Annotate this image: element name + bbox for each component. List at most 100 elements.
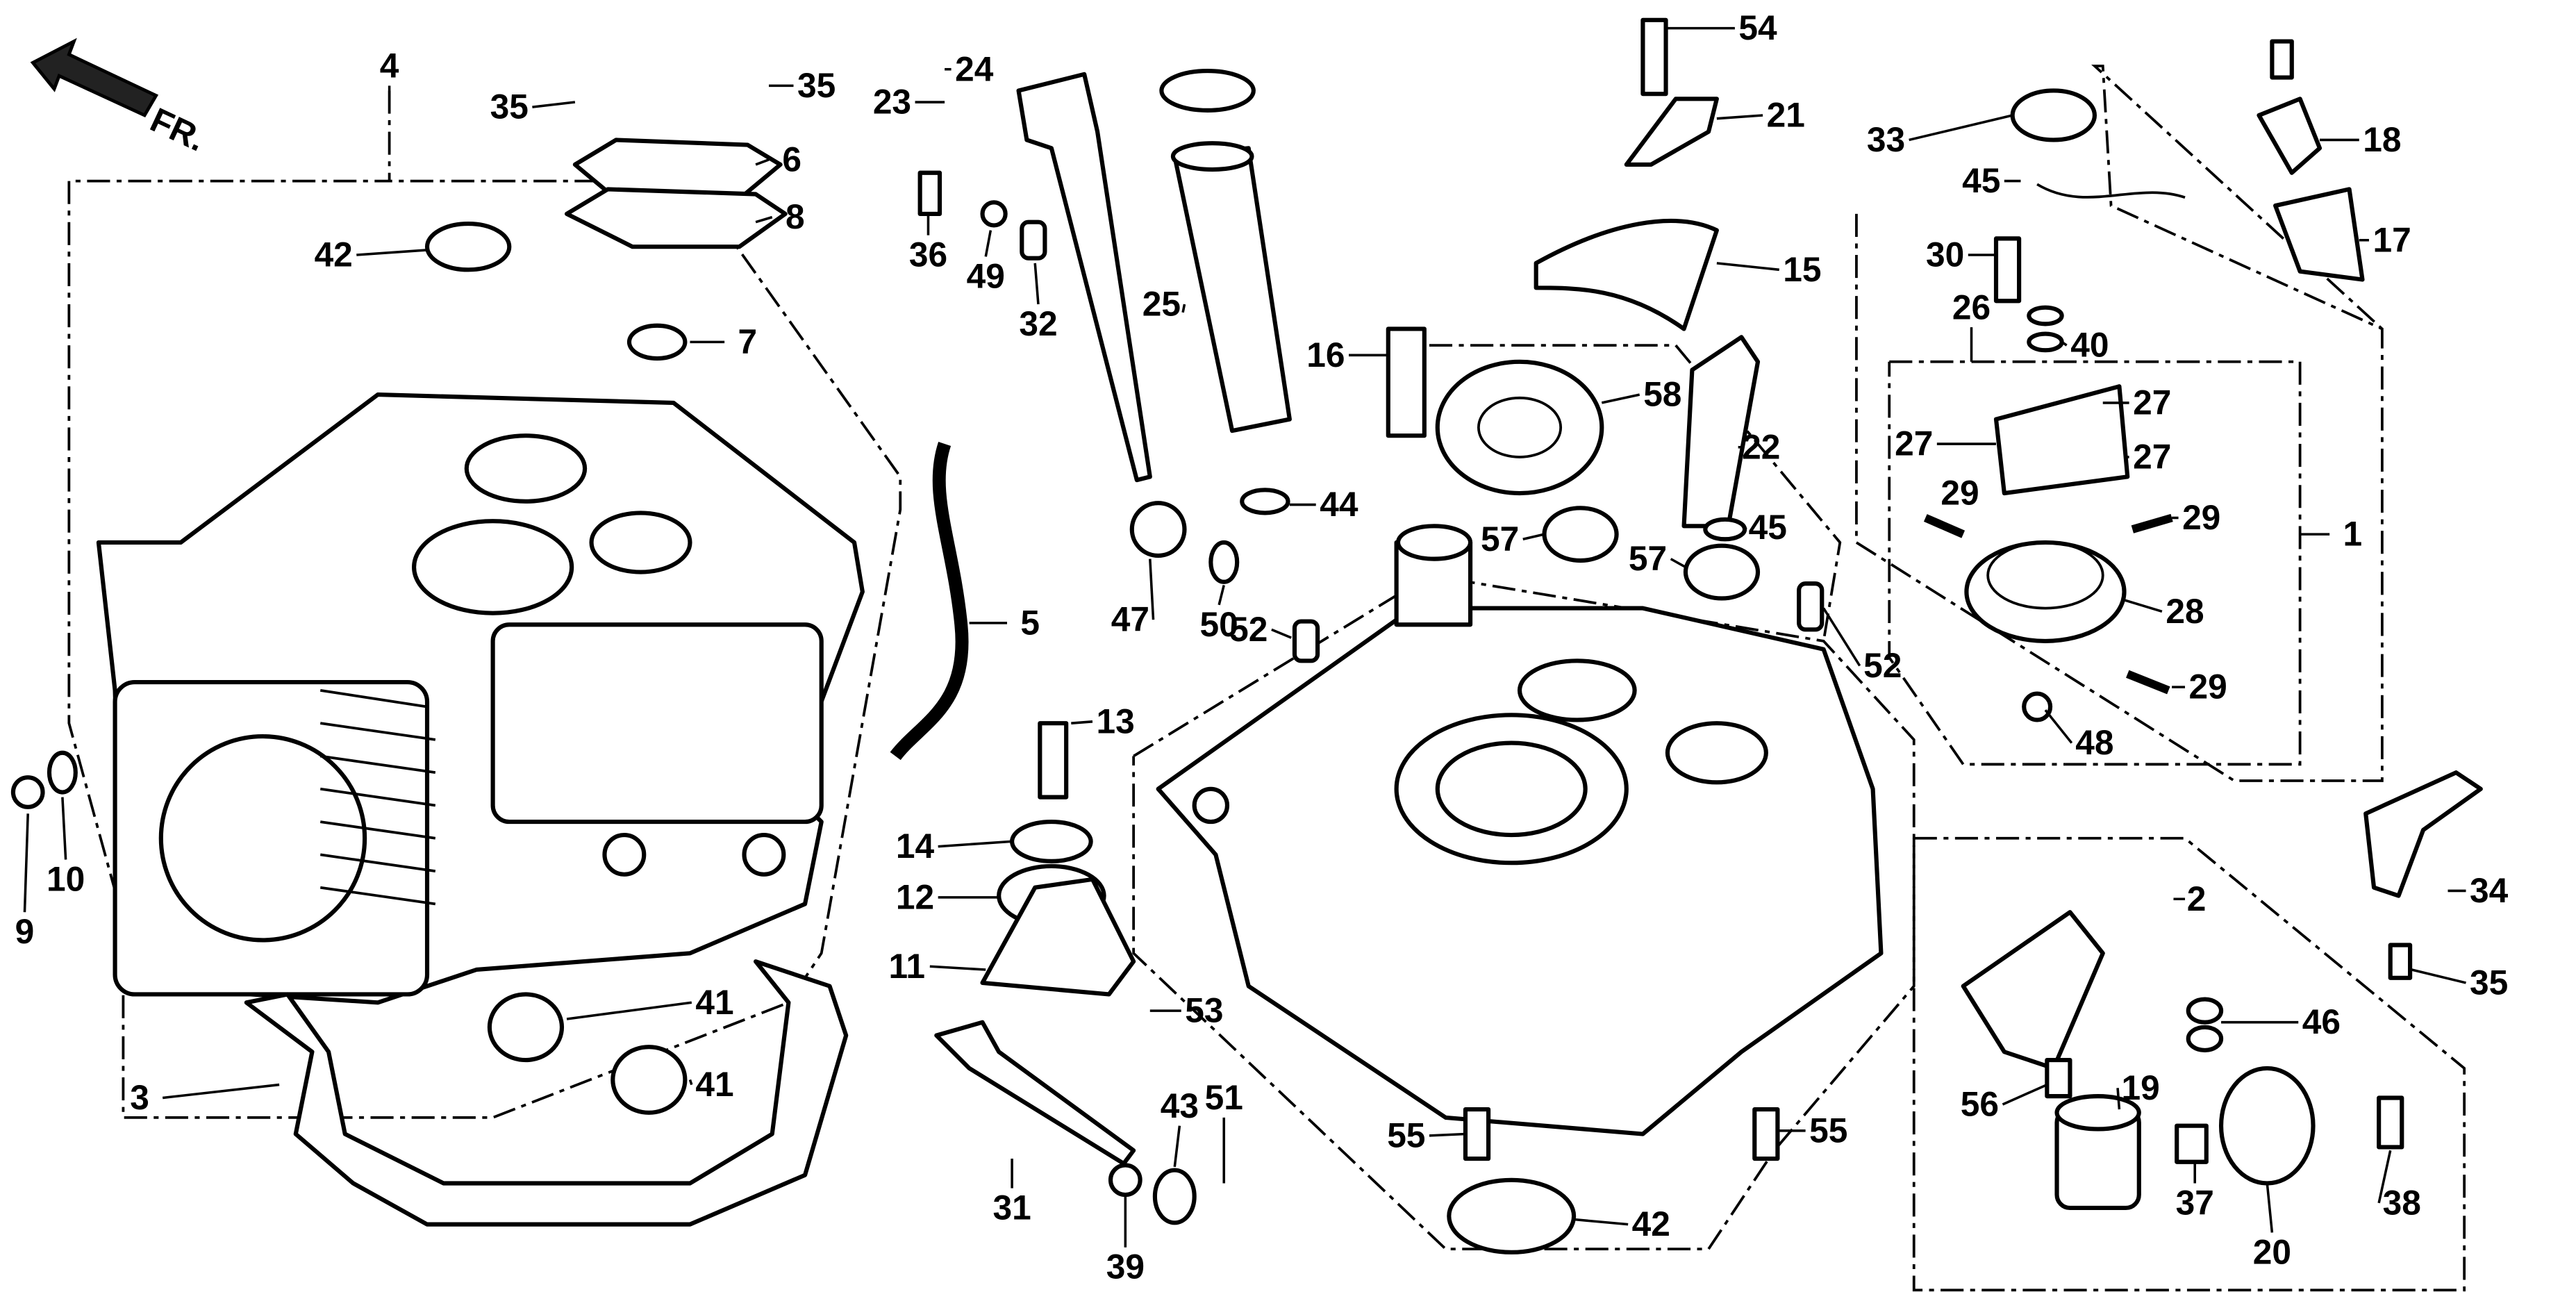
- part-number-label: 35: [490, 88, 529, 126]
- oil-screen-part: [1681, 335, 1761, 529]
- part-number-label: 41: [695, 983, 733, 1022]
- part-number-label: 42: [315, 235, 353, 274]
- part-number-label: 39: [1106, 1248, 1145, 1286]
- washer-part: [1108, 1163, 1142, 1198]
- cylinder-block-part: [96, 392, 865, 1005]
- leader-line: [688, 1079, 693, 1086]
- part-number-label: 17: [2373, 220, 2411, 259]
- leader-line: [61, 797, 67, 860]
- leader-line: [1822, 607, 1861, 667]
- washer-part: [1208, 540, 1240, 584]
- part-number-label: 44: [1320, 485, 1358, 524]
- part-number-label: 6: [782, 140, 801, 179]
- leader-line: [1716, 114, 1763, 120]
- leader-line: [1071, 720, 1093, 724]
- bolt-part: [2377, 1095, 2404, 1150]
- part-number-label: 29: [2182, 498, 2220, 537]
- part-number-label: 8: [786, 197, 805, 236]
- part-number-label: 30: [1926, 235, 1964, 274]
- filter-screen-part: [487, 992, 565, 1063]
- part-number-label: 9: [15, 912, 35, 951]
- cover-plate-part: [980, 877, 1136, 997]
- part-number-label: 51: [1205, 1078, 1243, 1117]
- washer-part: [1703, 517, 1747, 542]
- leader-line: [1716, 262, 1779, 272]
- leader-line: [1173, 1125, 1181, 1168]
- filter-base-part: [2218, 1066, 2316, 1186]
- bolt-part: [2045, 1058, 2072, 1099]
- filter-screen-part: [610, 1045, 688, 1115]
- leader-line: [1218, 585, 1225, 606]
- leader-line: [1429, 1132, 1466, 1137]
- part-number-label: 2: [2187, 879, 2207, 918]
- part-number-label: 3: [130, 1078, 149, 1117]
- part-number-label: 35: [797, 66, 836, 105]
- bolt-part: [917, 170, 942, 216]
- part-number-label: 12: [896, 877, 934, 916]
- oil-seal-part: [1447, 1177, 1577, 1254]
- part-number-label: 56: [1961, 1085, 1999, 1124]
- o-ring-part: [1159, 69, 1256, 113]
- crankcase-gasket-part: [244, 959, 849, 1227]
- part-number-label: 57: [1629, 539, 1667, 578]
- part-number-label: 45: [1962, 161, 2000, 200]
- part-number-label: 50: [1200, 605, 1238, 644]
- dowel-part: [1797, 581, 1825, 632]
- part-number-label: 57: [1481, 520, 1519, 558]
- leader-line: [2266, 1183, 2274, 1233]
- part-number-label: 14: [896, 827, 935, 866]
- part-number-label: 31: [992, 1189, 1031, 1227]
- bolt-part: [2388, 943, 2413, 980]
- leader-line: [984, 230, 992, 257]
- part-number-label: 23: [873, 83, 911, 122]
- part-number-label: 26: [1952, 288, 1991, 326]
- part-number-label: 34: [2470, 871, 2509, 910]
- part-number-label: 43: [1161, 1086, 1199, 1125]
- leader-line: [2002, 1083, 2048, 1106]
- part-number-label: 1: [2343, 515, 2362, 554]
- group-2-boundary: [1912, 836, 2466, 1292]
- part-number-label: 10: [47, 859, 85, 898]
- part-number-label: 40: [2070, 326, 2109, 365]
- leader-line: [2044, 709, 2073, 744]
- o-ring-part: [1240, 488, 1290, 515]
- part-number-label: 27: [2133, 438, 2171, 477]
- part-number-label: 29: [2189, 668, 2227, 706]
- part-number-label: 37: [2176, 1183, 2214, 1222]
- bolt-part: [1640, 17, 1668, 97]
- part-number-label: 47: [1111, 600, 1149, 639]
- o-ring-part: [2186, 997, 2224, 1025]
- bearing-part: [1542, 506, 1619, 563]
- part-number-label: 33: [1867, 120, 1905, 159]
- part-number-label: 46: [2302, 1002, 2341, 1041]
- leader-line: [566, 1001, 692, 1020]
- leader-line: [23, 813, 29, 913]
- part-number-label: 52: [1863, 646, 1902, 685]
- part-number-label: 45: [1749, 508, 1787, 547]
- breather-hose-part: [890, 442, 969, 761]
- part-number-label: 49: [967, 256, 1005, 295]
- part-number-label: 55: [1387, 1116, 1425, 1154]
- bearing-part: [1435, 359, 1604, 496]
- part-number-label: 53: [1185, 991, 1223, 1030]
- breather-part: [1386, 326, 1427, 438]
- part-number-label: 29: [1941, 474, 1979, 513]
- leader-line: [1670, 558, 1686, 569]
- leader-line: [2116, 1088, 2121, 1110]
- leader-line: [1909, 114, 2013, 142]
- cap-part: [626, 323, 688, 361]
- dowel-part: [1292, 619, 1320, 663]
- leader-line: [1033, 263, 1040, 305]
- oil-cooler-part: [1961, 910, 2105, 1070]
- nipple-part: [2175, 1123, 2209, 1164]
- part-number-label: 27: [2133, 383, 2171, 422]
- leader-line: [2377, 1150, 2392, 1204]
- part-number-label: 5: [1020, 603, 1040, 642]
- oil-level-switch-part: [2010, 88, 2097, 142]
- governor-shaft-part: [1038, 721, 1069, 800]
- leader-line: [755, 158, 770, 166]
- leader-line: [1522, 533, 1545, 540]
- oil-filler-tube-part: [1172, 146, 1292, 433]
